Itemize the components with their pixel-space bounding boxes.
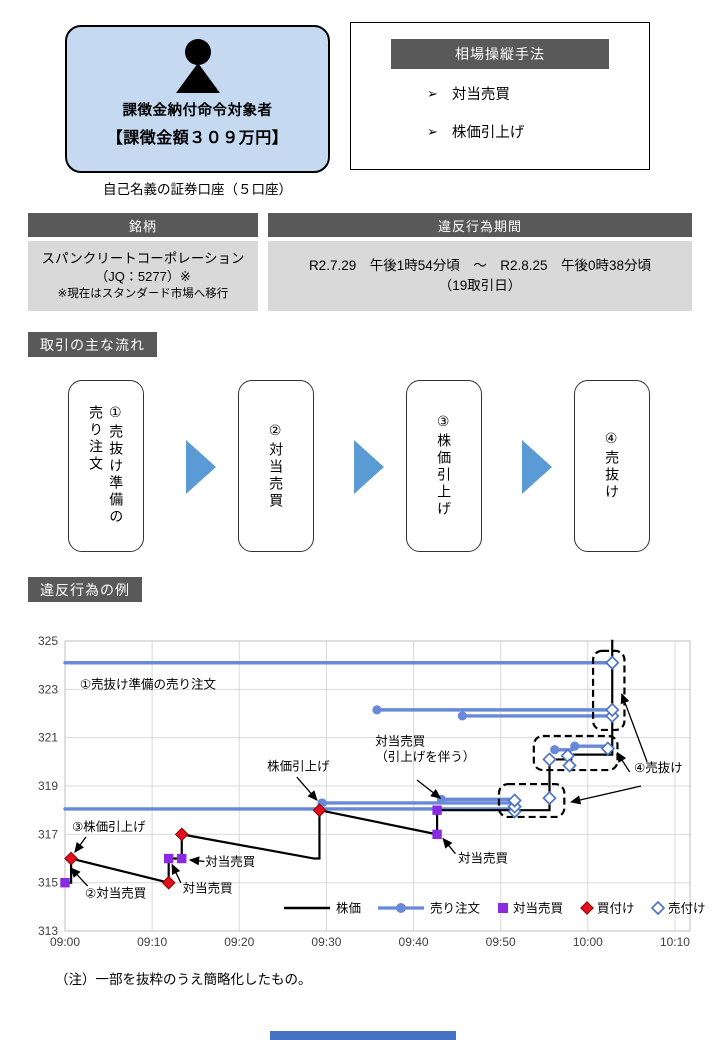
svg-text:319: 319 [38, 779, 58, 793]
flow-arrow-icon [354, 440, 384, 494]
svg-text:09:10: 09:10 [137, 935, 167, 949]
person-icon [175, 39, 220, 93]
svg-text:（引上げを伴う）: （引上げを伴う） [375, 750, 475, 764]
method-box-header: 相場操縦手法 [391, 39, 609, 69]
stock-name: スパンクリートコーポレーション [41, 251, 245, 267]
flow-step-2: ②対当売買 [238, 380, 314, 552]
flow-section-label: 取引の主な流れ [28, 332, 157, 357]
stock-cell: スパンクリートコーポレーション （JQ：5277）※ ※現在はスタンダード市場へ… [28, 241, 258, 311]
svg-text:④売抜け: ④売抜け [634, 760, 683, 775]
account-caption: 自己名義の証券口座（５口座） [103, 182, 292, 197]
method-item-label: 対当売買 [451, 87, 510, 103]
flow-step-4: ④売抜け [574, 380, 650, 552]
chart-grid: 313 315 317 319 321 323 325 09:00 09:10 09:20 09:3… [38, 634, 691, 949]
chart-legend: 株価 売り注文 対当売買 買付け 売付け [284, 901, 706, 916]
svg-text:対当売買: 対当売買 [205, 854, 255, 869]
period-cell: R2.7.29 午後1時54分頃 ～ R2.8.25 午後0時38分頃 （19取… [268, 241, 692, 311]
arrow-bullet-icon: ➢ [427, 85, 438, 101]
svg-text:325: 325 [38, 634, 58, 648]
svg-text:買付け: 買付け [597, 902, 635, 916]
sell-order-lines [63, 661, 614, 811]
chart-footnote: （注）一部を抜粋のうえ簡略化したもの。 [55, 972, 312, 987]
svg-text:対当売買: 対当売買 [183, 881, 233, 896]
period-column-header: 違反行為期間 [268, 213, 692, 237]
subject-card: 課徴金納付命令対象者 【課徴金額３０９万円】 [65, 25, 330, 173]
arrow-bullet-icon: ➢ [427, 123, 438, 139]
svg-text:09:20: 09:20 [224, 935, 254, 949]
stock-code: （JQ：5277）※ [95, 269, 191, 285]
trading-days: （19取引日） [438, 278, 522, 293]
violation-period: R2.7.29 午後1時54分頃 ～ R2.8.25 午後0時38分頃 [308, 257, 652, 273]
svg-text:③株価引上げ: ③株価引上げ [72, 819, 146, 834]
svg-text:09:00: 09:00 [50, 935, 80, 949]
price-line [65, 639, 614, 885]
svg-text:313: 313 [38, 924, 58, 938]
svg-text:株価: 株価 [336, 901, 361, 916]
svg-text:売り注文: 売り注文 [430, 901, 481, 916]
stock-note: ※現在はスタンダード市場へ移行 [57, 287, 229, 300]
svg-text:株価引上げ: 株価引上げ [267, 759, 330, 774]
stock-column-header: 銘柄 [28, 213, 258, 237]
flow-arrow-icon [186, 440, 216, 494]
flow-step-3: ③株価引上げ [406, 380, 482, 552]
surcharge-amount: 【課徴金額３０９万円】 [106, 130, 289, 147]
method-item-label: 株価引上げ [451, 125, 525, 141]
method-list: ➢ 対当売買 ➢ 株価引上げ [351, 83, 649, 142]
svg-text:対当売買: 対当売買 [458, 851, 508, 866]
svg-text:323: 323 [38, 682, 58, 696]
flow-step-label: ①売抜け準備の売り注文 [88, 405, 125, 526]
flow-arrow-icon [522, 440, 552, 494]
svg-text:10:10: 10:10 [660, 935, 690, 949]
svg-text:09:30: 09:30 [311, 935, 341, 949]
svg-text:10:00: 10:00 [573, 935, 603, 949]
svg-text:①売抜け準備の売り注文: ①売抜け準備の売り注文 [80, 677, 217, 692]
method-box: 相場操縦手法 ➢ 対当売買 ➢ 株価引上げ [350, 22, 650, 170]
price-chart: 313 315 317 319 321 323 325 09:00 09:10 09:20 09:3… [38, 634, 706, 949]
svg-text:09:40: 09:40 [399, 935, 429, 949]
chart-annotations: ①売抜け準備の売り注文株価引上げ対当売買（引上げを伴う）③株価引上げ②対当売買対… [70, 677, 683, 901]
svg-text:売付け: 売付け [668, 901, 706, 916]
chart-section-label: 違反行為の例 [28, 577, 142, 602]
flow-step-label: ②対当売買 [268, 422, 285, 510]
svg-text:対当売買: 対当売買 [375, 733, 425, 748]
flow-step-label: ③株価引上げ [436, 414, 453, 518]
svg-text:09:50: 09:50 [486, 935, 516, 949]
svg-text:②対当売買: ②対当売買 [85, 886, 146, 901]
svg-text:対当売買: 対当売買 [513, 901, 563, 916]
footer-accent-bar [270, 1031, 456, 1040]
subject-title: 課徴金納付命令対象者 [122, 103, 273, 119]
svg-text:315: 315 [38, 876, 58, 890]
svg-text:321: 321 [38, 731, 58, 745]
flow-step-label: ④売抜け [604, 431, 621, 501]
method-item: ➢ 対当売買 [427, 83, 649, 104]
sell-off-dashed-boxes [497, 649, 626, 819]
violation-example-chart: 313 315 317 319 321 323 325 09:00 09:10 09:20 09:3… [22, 615, 714, 960]
method-item: ➢ 株価引上げ [427, 121, 649, 142]
svg-text:317: 317 [38, 827, 58, 841]
trade-markers [60, 655, 620, 890]
flow-step-1: ①売抜け準備の売り注文 [68, 380, 144, 552]
info-table: 銘柄 違反行為期間 スパンクリートコーポレーション （JQ：5277）※ ※現在… [28, 213, 692, 311]
